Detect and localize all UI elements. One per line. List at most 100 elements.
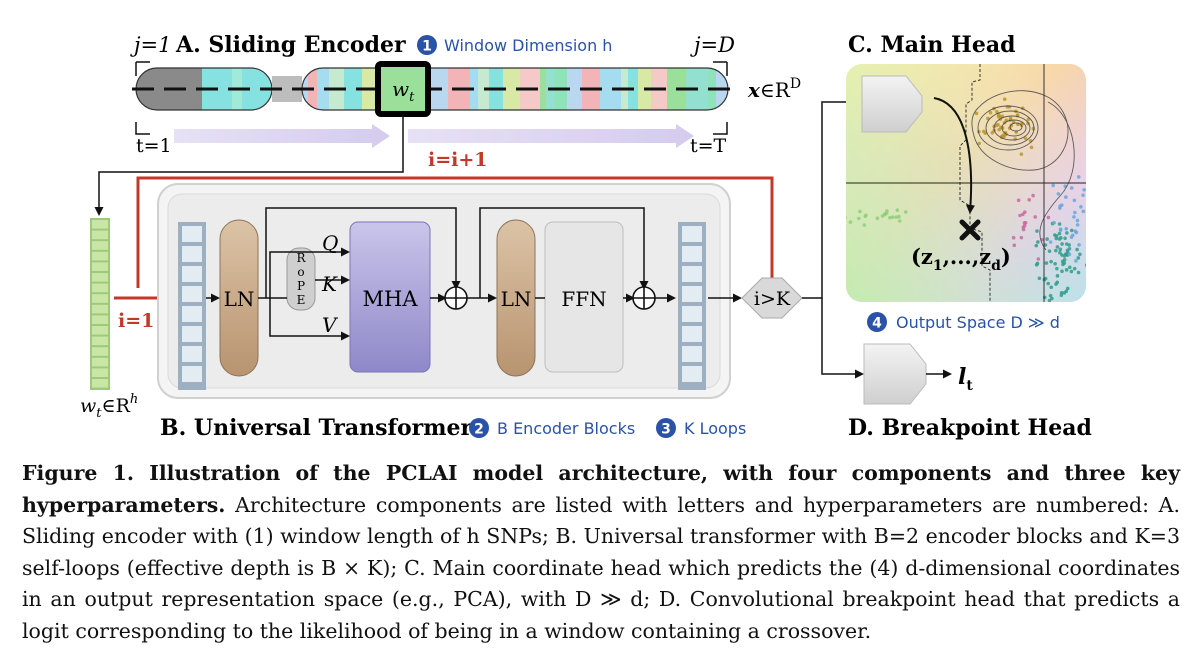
scatter-point: [875, 216, 880, 220]
scatter-point: [1063, 236, 1067, 241]
scatter-point: [1023, 221, 1028, 225]
token-column-right: [678, 222, 706, 390]
column-cell: [92, 294, 108, 303]
j-end-label: j=D: [690, 33, 735, 57]
scatter-point: [1078, 252, 1082, 257]
column-cell: [92, 230, 108, 240]
scatter-point: [1023, 210, 1027, 215]
architecture-diagram: j=1 A. Sliding Encoder 1 Window Dimensio…: [80, 32, 1095, 441]
sequence-stripe: [567, 68, 583, 110]
scatter-point: [1046, 215, 1051, 220]
rope-letter-e: E: [297, 293, 306, 307]
scatter-point: [1064, 226, 1069, 231]
region-boundaries: [846, 64, 1086, 302]
scatter-point: [1060, 203, 1064, 207]
scatter-point: [1082, 188, 1086, 192]
scatter-point: [988, 110, 993, 115]
scatter-point: [1072, 266, 1077, 271]
scatter-point: [1074, 259, 1078, 263]
scatter-point: [1037, 276, 1042, 281]
scatter-point: [1060, 269, 1064, 274]
column-cell: [92, 220, 108, 229]
scatter-point: [1067, 243, 1072, 247]
badge-2-text: B Encoder Blocks: [497, 419, 635, 438]
scatter-point: [894, 215, 899, 220]
loop-arrow: [136, 176, 774, 300]
badge-1-circle: [417, 35, 437, 55]
init-label: i=1: [118, 310, 154, 332]
scatter-point: [1059, 236, 1063, 240]
scatter-point: [1065, 286, 1070, 291]
scatter-point: [1069, 269, 1074, 274]
scatter-point: [1067, 265, 1072, 270]
column-cell: [682, 226, 702, 242]
sequence-stripe: [540, 68, 547, 110]
predicted-point-marker: [959, 219, 981, 241]
scatter-point: [1045, 237, 1049, 241]
scatter-point: [897, 214, 901, 219]
transformer-connections: [206, 207, 742, 341]
x-space-label: x∈RD: [747, 76, 801, 102]
scatter-point: [1042, 295, 1047, 300]
scatter-point: [1053, 261, 1057, 266]
badge-window-dimension: 1 Window Dimension h: [417, 35, 612, 55]
scatter-point: [1046, 281, 1050, 286]
scatter-point: [1084, 263, 1086, 267]
scatter-point: [1036, 257, 1041, 261]
column-cell: [182, 366, 202, 382]
column-cell: [92, 304, 108, 314]
column-cell: [682, 306, 702, 322]
scatter-point: [903, 210, 908, 214]
ln1-label: LN: [224, 287, 255, 311]
scatter-point: [1021, 225, 1026, 230]
scatter-point: [1043, 276, 1048, 281]
column-cell: [92, 315, 108, 324]
figure-caption: Figure 1. Illustration of the PCLAI mode…: [22, 458, 1180, 647]
main-head-title: C. Main Head: [848, 32, 1015, 58]
scatter-point: [1019, 235, 1024, 240]
ffn-block: [544, 221, 624, 373]
scatter-point: [885, 209, 889, 213]
column-cell: [682, 286, 702, 302]
scatter-point: [996, 114, 1001, 119]
scatter-point: [1019, 152, 1024, 156]
scatter-point: [1055, 274, 1060, 278]
column-cell: [682, 326, 702, 342]
head-connections: [802, 97, 864, 379]
scatter-point: [1055, 280, 1060, 285]
scatter-point: [1033, 215, 1038, 219]
badge-4-text: Output Space D ≫ d: [896, 313, 1060, 332]
column-cell: [92, 336, 108, 346]
scatter-point: [1043, 243, 1048, 247]
sliding-encoder: j=1 A. Sliding Encoder 1 Window Dimensio…: [130, 32, 801, 157]
scatter-point: [1034, 243, 1039, 248]
column-cell: [682, 366, 702, 382]
mha-block: [349, 221, 431, 373]
scatter-point: [864, 213, 868, 218]
column-cell: [682, 246, 702, 262]
scatter-point: [862, 223, 867, 227]
caption-bold: Figure 1. Illustration of the PCLAI mode…: [22, 461, 1180, 517]
residual-add-2: [632, 286, 656, 310]
coords-label: (z1,...,zd): [911, 244, 1011, 274]
scatter-point: [1079, 205, 1083, 209]
scatter-point: [1054, 236, 1059, 241]
scatter-point: [1075, 223, 1080, 227]
j-end-bracket: [713, 61, 728, 76]
scatter-point: [1031, 126, 1036, 131]
window-wt-label: wt: [392, 77, 415, 105]
scatter-point: [1050, 296, 1054, 301]
universal-transformer: LN R o P E MHA LN FFN: [157, 183, 746, 441]
v-label: V: [322, 313, 339, 337]
scatter-point: [1044, 261, 1049, 265]
scatter-point: [1058, 250, 1062, 255]
scatter-point: [1091, 240, 1095, 244]
column-cell: [182, 306, 202, 322]
scatter-point: [1035, 229, 1039, 233]
column-frame: [90, 218, 110, 390]
column-cell: [182, 226, 202, 242]
j-start-label: j=1: [130, 33, 171, 57]
token-column-left: [178, 222, 206, 390]
scatter-point: [1047, 298, 1052, 302]
